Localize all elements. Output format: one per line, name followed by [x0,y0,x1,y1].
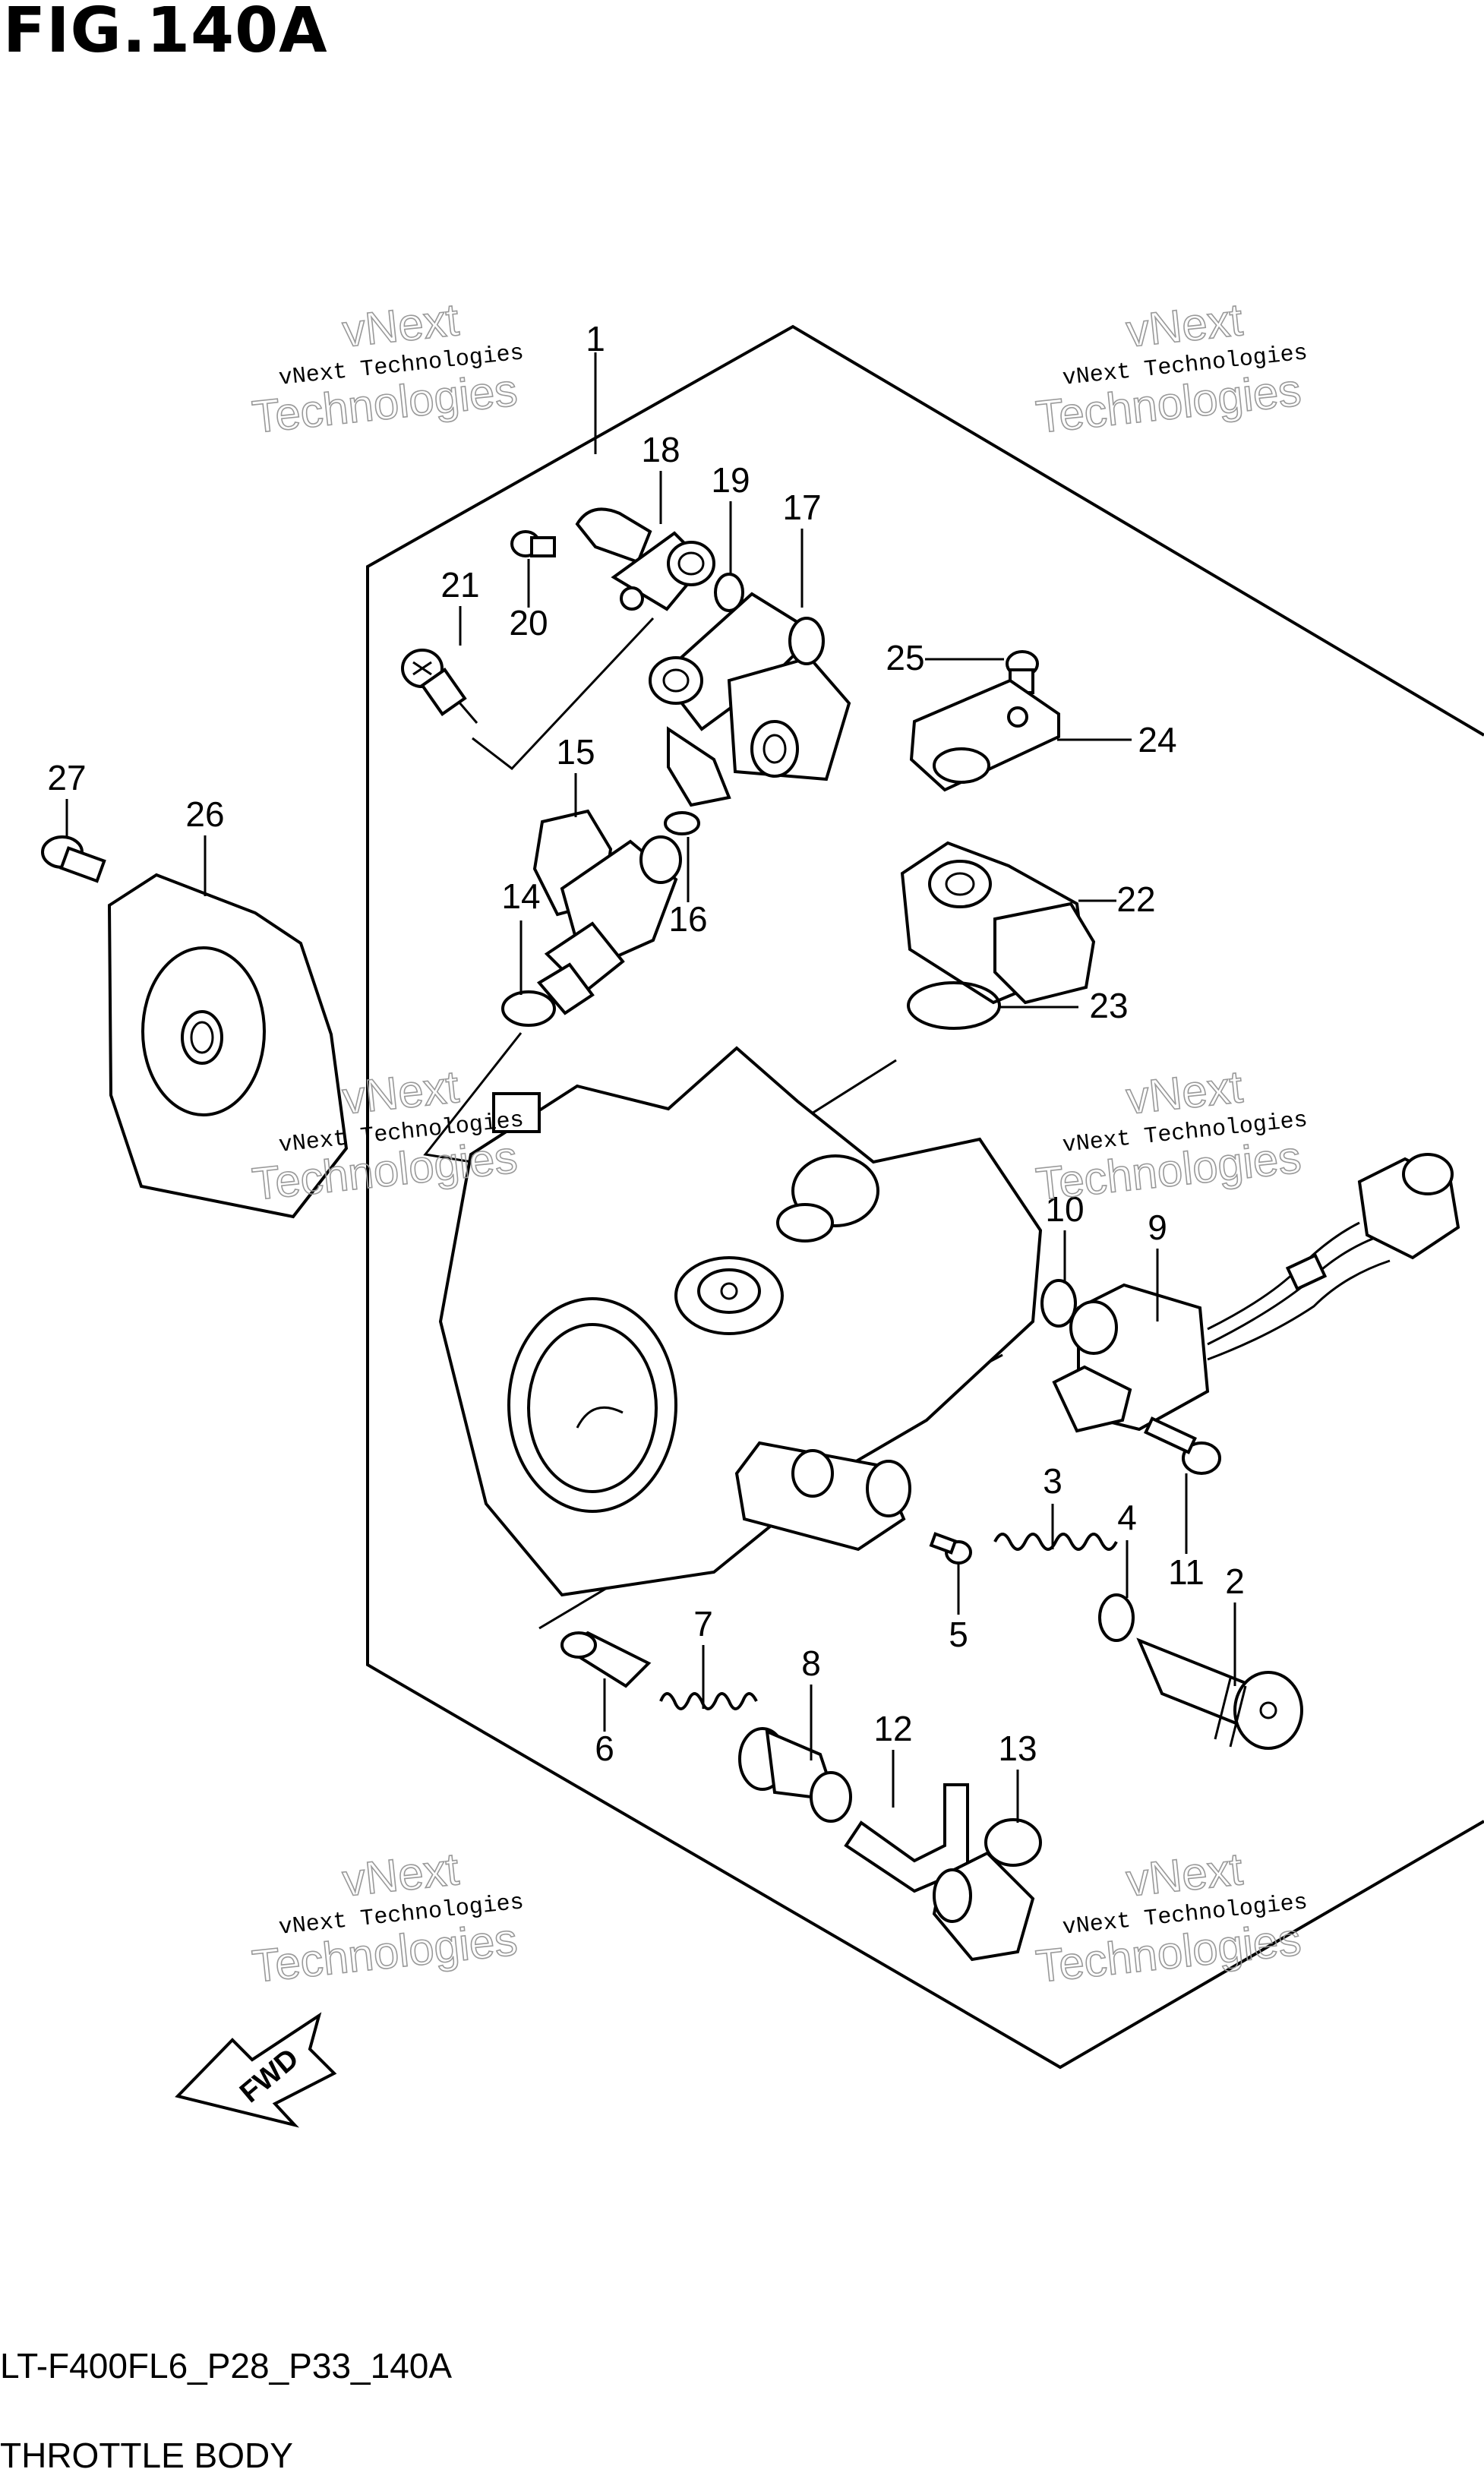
callout-13: 13 [998,1729,1037,1768]
watermark: vNext Technologies vNext Technologies [1033,293,1309,443]
part-26-cover [107,873,349,1219]
callout-4: 4 [1117,1498,1137,1537]
part-19-o-ring [714,573,744,612]
callout-2: 2 [1225,1561,1245,1601]
part-5-screw [929,1532,972,1565]
callout-27: 27 [47,758,86,797]
watermark: vNext Technologies vNext Technologies [249,1842,525,1992]
callout-19: 19 [711,460,750,500]
callout-5: 5 [949,1615,968,1654]
svg-text:vNext: vNext [1124,1843,1246,1906]
callout-25: 25 [886,638,924,677]
part-3-spring [993,1533,1118,1551]
svg-text:vNext: vNext [340,1843,462,1906]
callout-9: 9 [1148,1208,1167,1247]
svg-text:vNext: vNext [1124,1061,1246,1124]
part-20-screw [510,530,556,557]
callout-18: 18 [641,430,680,469]
part-8-fitting [738,1727,852,1823]
callout-15: 15 [556,732,595,772]
part-27-bolt [41,835,106,883]
part-4-o-ring [1098,1593,1135,1642]
part-21-screw [401,649,478,724]
callout-17: 17 [782,488,821,527]
callout-12: 12 [873,1709,912,1748]
callout-1: 1 [586,319,605,358]
part-24-bracket [909,678,1060,792]
part-12-elbow-hose [844,1783,969,1893]
part-10-o-ring [1040,1279,1077,1328]
diagram-caption: THROTTLE BODY [0,2436,293,2475]
part-14-o-ring [501,990,556,1027]
part-13-elbow-fitting [932,1818,1042,1962]
callout-16: 16 [668,899,707,939]
callout-20: 20 [509,603,548,643]
svg-text:vNext: vNext [340,1061,462,1124]
throttle-body [438,1046,1043,1597]
watermark: vNext Technologies vNext Technologies [1033,1842,1309,1992]
figure-title: FIG.140A [3,0,328,67]
part-7-spring [659,1692,758,1710]
part-15-fuel-injector [532,809,682,1015]
callout-8: 8 [801,1644,821,1683]
callout-24: 24 [1138,720,1176,759]
part-16-o-ring [664,811,700,835]
callout-6: 6 [595,1729,614,1768]
fwd-arrow: FWD [175,2012,337,2128]
callout-22: 22 [1116,879,1155,919]
watermark: vNext Technologies vNext Technologies [1033,1060,1309,1210]
callout-3: 3 [1043,1461,1062,1501]
part-6-pin [560,1631,652,1688]
part-23-o-ring [907,981,1001,1030]
part-2-adjust-screw [1136,1637,1303,1750]
part-22-sensor [900,841,1096,1005]
assembly-outline [366,324,1484,2070]
callout-11: 11 [1168,1552,1205,1592]
callout-23: 23 [1089,986,1128,1025]
part-11-screw [1144,1416,1221,1475]
callout-26: 26 [185,794,224,834]
callout-14: 14 [501,876,540,916]
watermark: vNext Technologies vNext Technologies [249,293,525,443]
part-18-hose-fitting [575,507,715,611]
callout-21: 21 [440,565,479,605]
callout-leaders [65,471,1236,1823]
part-17-delivery-pipe [649,592,851,807]
callout-labels: 1 2 3 4 5 6 7 8 9 10 11 12 13 14 15 16 1… [47,319,1244,1768]
svg-text:vNext: vNext [1124,294,1246,357]
callout-7: 7 [693,1604,713,1644]
callout-10: 10 [1045,1189,1084,1229]
svg-text:vNext: vNext [340,294,462,357]
diagram-code: LT-F400FL6_P28_P33_140A [0,2346,453,2386]
part-9-sensor-harness [1052,1153,1460,1433]
